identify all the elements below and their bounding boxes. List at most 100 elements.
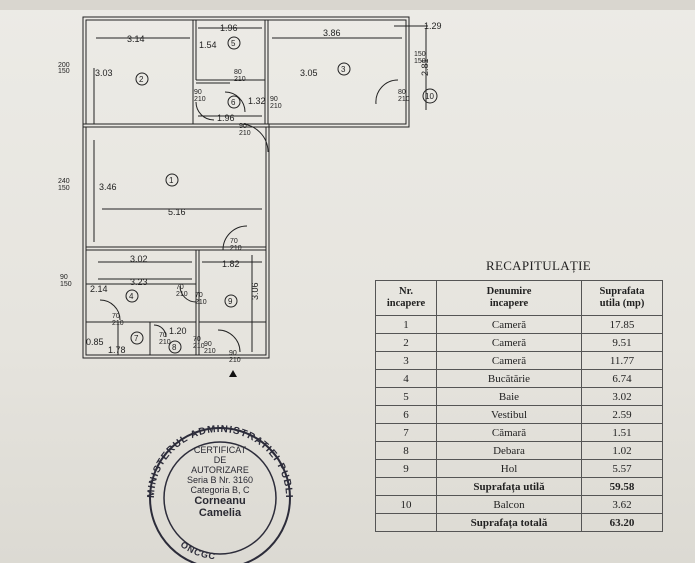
entrance-arrow-icon xyxy=(229,370,237,377)
dim-text: 2.14 xyxy=(90,284,108,294)
opening-label: 90 xyxy=(194,89,202,96)
opening-label: 150 xyxy=(414,58,426,65)
dim-text: 1.20 xyxy=(169,326,187,336)
cell-area: 11.77 xyxy=(581,351,663,370)
opening-label: 90 xyxy=(270,96,278,103)
opening-label: 90 xyxy=(229,350,237,357)
total-value: 63.20 xyxy=(581,513,663,532)
cell-area: 9.51 xyxy=(581,333,663,352)
opening-label: 210 xyxy=(239,130,251,137)
cell-nr: 4 xyxy=(375,369,437,388)
util-label: Suprafața utilă xyxy=(436,477,582,496)
opening-label: 210 xyxy=(176,291,188,298)
stamp-line: DE xyxy=(213,455,227,465)
stamp-name: Corneanu xyxy=(194,495,246,507)
total-label: Suprafața totală xyxy=(436,513,582,532)
cell-area: 1.02 xyxy=(581,441,663,460)
opening-label: 80 xyxy=(234,69,242,76)
cell-area: 3.62 xyxy=(581,495,663,514)
cell-nr: 10 xyxy=(375,495,437,514)
dim-text: 3.46 xyxy=(99,182,117,192)
opening-label: 70 xyxy=(112,313,120,320)
cell-nr: 2 xyxy=(375,333,437,352)
wall-lower-block xyxy=(82,123,270,359)
dim-text: 1.82 xyxy=(222,259,240,269)
cell-name: Cameră xyxy=(436,315,582,334)
cell-name: Cameră xyxy=(436,351,582,370)
opening-label: 90 xyxy=(204,341,212,348)
dim-text: 3.06 xyxy=(250,282,260,300)
cell-nr: 5 xyxy=(375,387,437,406)
dim-text: 0.85 xyxy=(86,337,104,347)
cell-name: Vestibul xyxy=(436,405,582,424)
opening-label: 210 xyxy=(398,96,410,103)
dim-text: 1.29 xyxy=(424,21,442,31)
recap-table: Nr. incapere Denumire incapere Suprafata… xyxy=(375,280,663,532)
dim-text: 2.81 xyxy=(420,58,430,76)
cell-name: Cameră xyxy=(436,333,582,352)
dim-text: 3.86 xyxy=(323,28,341,38)
dim-text: 1.78 xyxy=(108,345,126,355)
cell-area: 6.74 xyxy=(581,369,663,388)
room-number: 7 xyxy=(134,334,139,343)
opening-label: 210 xyxy=(229,357,241,364)
opening-label: 240 xyxy=(58,178,70,185)
authorization-stamp: MINISTERUL ADMINISTRATIEI PUBLICE ONCGC xyxy=(140,418,293,563)
cell-area: 5.57 xyxy=(581,459,663,478)
opening-label: 70 xyxy=(230,238,238,245)
opening-label: 210 xyxy=(234,76,246,83)
col-header-name: Denumire incapere xyxy=(436,280,582,316)
dim-text: 3.02 xyxy=(130,254,148,264)
cell-nr: 8 xyxy=(375,441,437,460)
opening-label: 70 xyxy=(195,292,203,299)
opening-label: 150 xyxy=(414,51,426,58)
opening-label: 150 xyxy=(60,281,72,288)
col-header-area: Suprafata utila (mp) xyxy=(581,280,663,316)
opening-label: 150 xyxy=(58,68,70,75)
room-number: 8 xyxy=(172,343,177,352)
dim-text: 1.32 xyxy=(248,96,266,106)
opening-label: 210 xyxy=(230,245,242,252)
room-number: 1 xyxy=(169,176,174,185)
opening-label: 70 xyxy=(193,336,201,343)
room-number: 2 xyxy=(139,75,144,84)
opening-label: 80 xyxy=(398,89,406,96)
opening-label: 210 xyxy=(159,339,171,346)
opening-label: 200 xyxy=(58,62,70,69)
cell-name: Balcon xyxy=(436,495,582,514)
stamp-center: CERTIFICAT DE AUTORIZARE Seria B Nr. 316… xyxy=(160,445,280,519)
cell-nr: 6 xyxy=(375,405,437,424)
dim-text: 1.54 xyxy=(199,40,217,50)
room-number: 6 xyxy=(231,98,236,107)
opening-label: 210 xyxy=(194,96,206,103)
cell-area: 2.59 xyxy=(581,405,663,424)
room-number: 10 xyxy=(425,92,434,101)
opening-label: 210 xyxy=(193,343,205,350)
stamp-line: Categoria B, C xyxy=(190,485,250,495)
dim-text: 3.14 xyxy=(127,34,145,44)
cell-name: Baie xyxy=(436,387,582,406)
stamp-name: Camelia xyxy=(198,507,242,519)
cell-nr: 1 xyxy=(375,315,437,334)
room-number: 3 xyxy=(341,65,346,74)
cell-name: Debara xyxy=(436,441,582,460)
room-number: 4 xyxy=(129,292,134,301)
cell-name: Bucătărie xyxy=(436,369,582,388)
opening-label: 150 xyxy=(58,185,70,192)
stamp-line: AUTORIZARE xyxy=(191,465,249,475)
top-edge-band xyxy=(0,0,695,10)
dim-text: 3.03 xyxy=(95,68,113,78)
room-number: 5 xyxy=(231,39,236,48)
opening-label: 210 xyxy=(112,320,124,327)
opening-label: 210 xyxy=(270,103,282,110)
cell-area: 1.51 xyxy=(581,423,663,442)
